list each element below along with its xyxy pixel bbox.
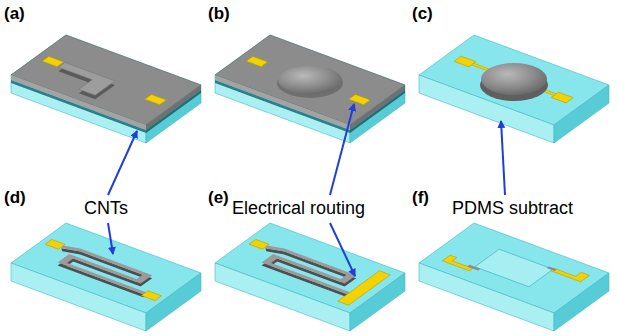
panel-label: (b): [208, 4, 230, 24]
callout-label: Electrical routing: [232, 198, 365, 219]
panel-label: (f): [412, 188, 429, 208]
callout-label: CNTs: [84, 198, 128, 219]
panel-f-figure: [419, 223, 609, 331]
panel-label: (e): [208, 188, 229, 208]
panel-label: (d): [4, 188, 26, 208]
panel-a-figure: [11, 35, 201, 143]
panel-label: (a): [4, 4, 25, 24]
panel-c-figure: [419, 35, 609, 143]
panel-label: (c): [412, 4, 433, 24]
panel-e-figure: [215, 223, 405, 331]
callout-label: PDMS subtract: [452, 198, 573, 219]
panel-d-figure: [11, 223, 201, 331]
leader-arrows: [108, 104, 505, 276]
panel-b-figure: [215, 35, 405, 143]
